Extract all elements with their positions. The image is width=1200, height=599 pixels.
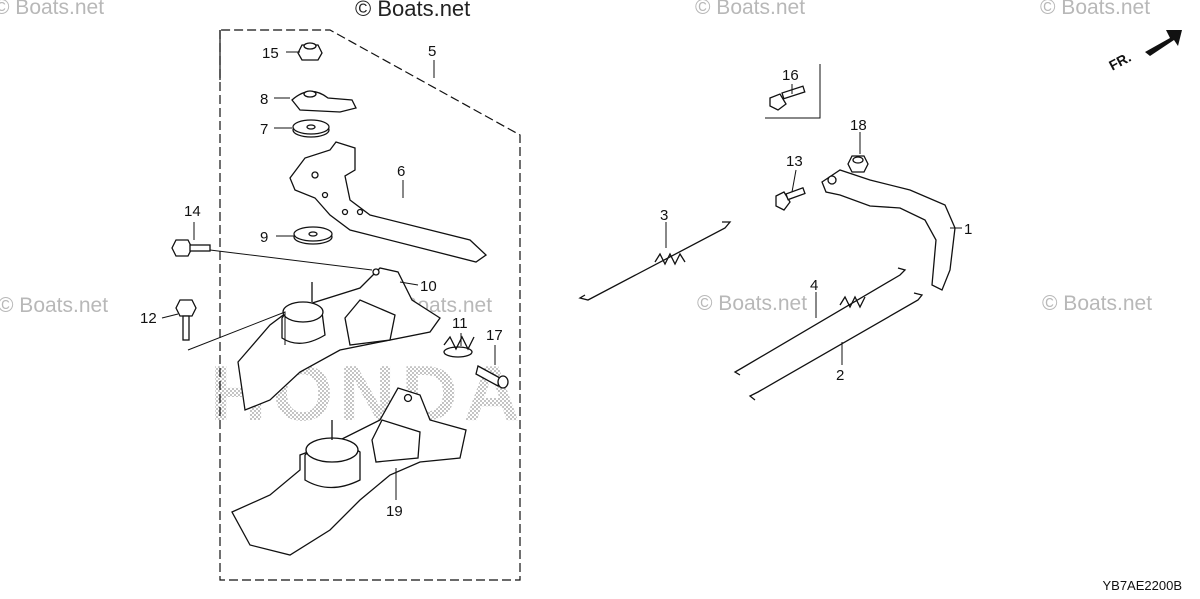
callout-13: 13	[786, 153, 803, 170]
front-arrow: FR.	[1106, 30, 1182, 74]
callout-4: 4	[810, 277, 818, 294]
callout-19: 19	[386, 503, 403, 520]
front-arrow-label: FR.	[1106, 49, 1133, 74]
nut-part-18	[847, 155, 869, 173]
watermark-top: © Boats.net	[355, 0, 471, 21]
callout-7: 7	[260, 121, 268, 138]
callout-9: 9	[260, 229, 268, 246]
callout-2: 2	[836, 367, 844, 384]
mount-part-8	[291, 90, 357, 113]
watermark: © Boats.net	[0, 294, 109, 317]
callout-5: 5	[428, 43, 436, 60]
washer-part-9	[293, 226, 333, 245]
bracket-part-6	[289, 141, 488, 263]
rod-part-2	[748, 292, 924, 401]
bolt-part-14	[171, 239, 373, 271]
callout-17: 17	[486, 327, 503, 344]
callout-6: 6	[397, 163, 405, 180]
callout-15: 15	[262, 45, 279, 62]
callout-16: 16	[782, 67, 799, 84]
callout-14: 14	[184, 203, 201, 220]
leader-lines	[161, 51, 962, 500]
bolt-part-17	[475, 365, 509, 389]
rod-part-4	[733, 267, 907, 376]
watermark: © Boats.net	[1040, 0, 1151, 19]
callout-10: 10	[420, 278, 437, 295]
nut-part-15	[297, 42, 323, 61]
callout-3: 3	[660, 207, 668, 224]
watermark: © Boats.net	[695, 0, 806, 19]
diagram-code: YB7AE2200B	[1102, 578, 1182, 593]
bolt-part-13	[775, 187, 806, 211]
callout-1: 1	[964, 221, 972, 238]
rod-part-3	[578, 221, 732, 301]
spring-part-11	[443, 335, 475, 358]
bolt-part-12	[175, 299, 286, 351]
bolt-part-16	[765, 64, 821, 119]
watermark: © Boats.net	[1042, 292, 1153, 315]
watermark: © Boats.net	[697, 292, 808, 315]
washer-part-7	[292, 119, 330, 138]
callout-11: 11	[452, 315, 468, 332]
base-plate-part-19	[231, 387, 467, 556]
callout-12: 12	[140, 310, 157, 327]
base-plate-part-10	[237, 267, 441, 411]
lever-part-1	[821, 169, 956, 291]
watermark: © Boats.net	[0, 0, 105, 19]
callout-8: 8	[260, 91, 268, 108]
assembly-boundary	[219, 29, 521, 581]
callout-18: 18	[850, 117, 867, 134]
callout-labels: 1 2 3 4 5 6 7 8 9 10 11 12 13 14 15 16 1…	[140, 43, 972, 520]
